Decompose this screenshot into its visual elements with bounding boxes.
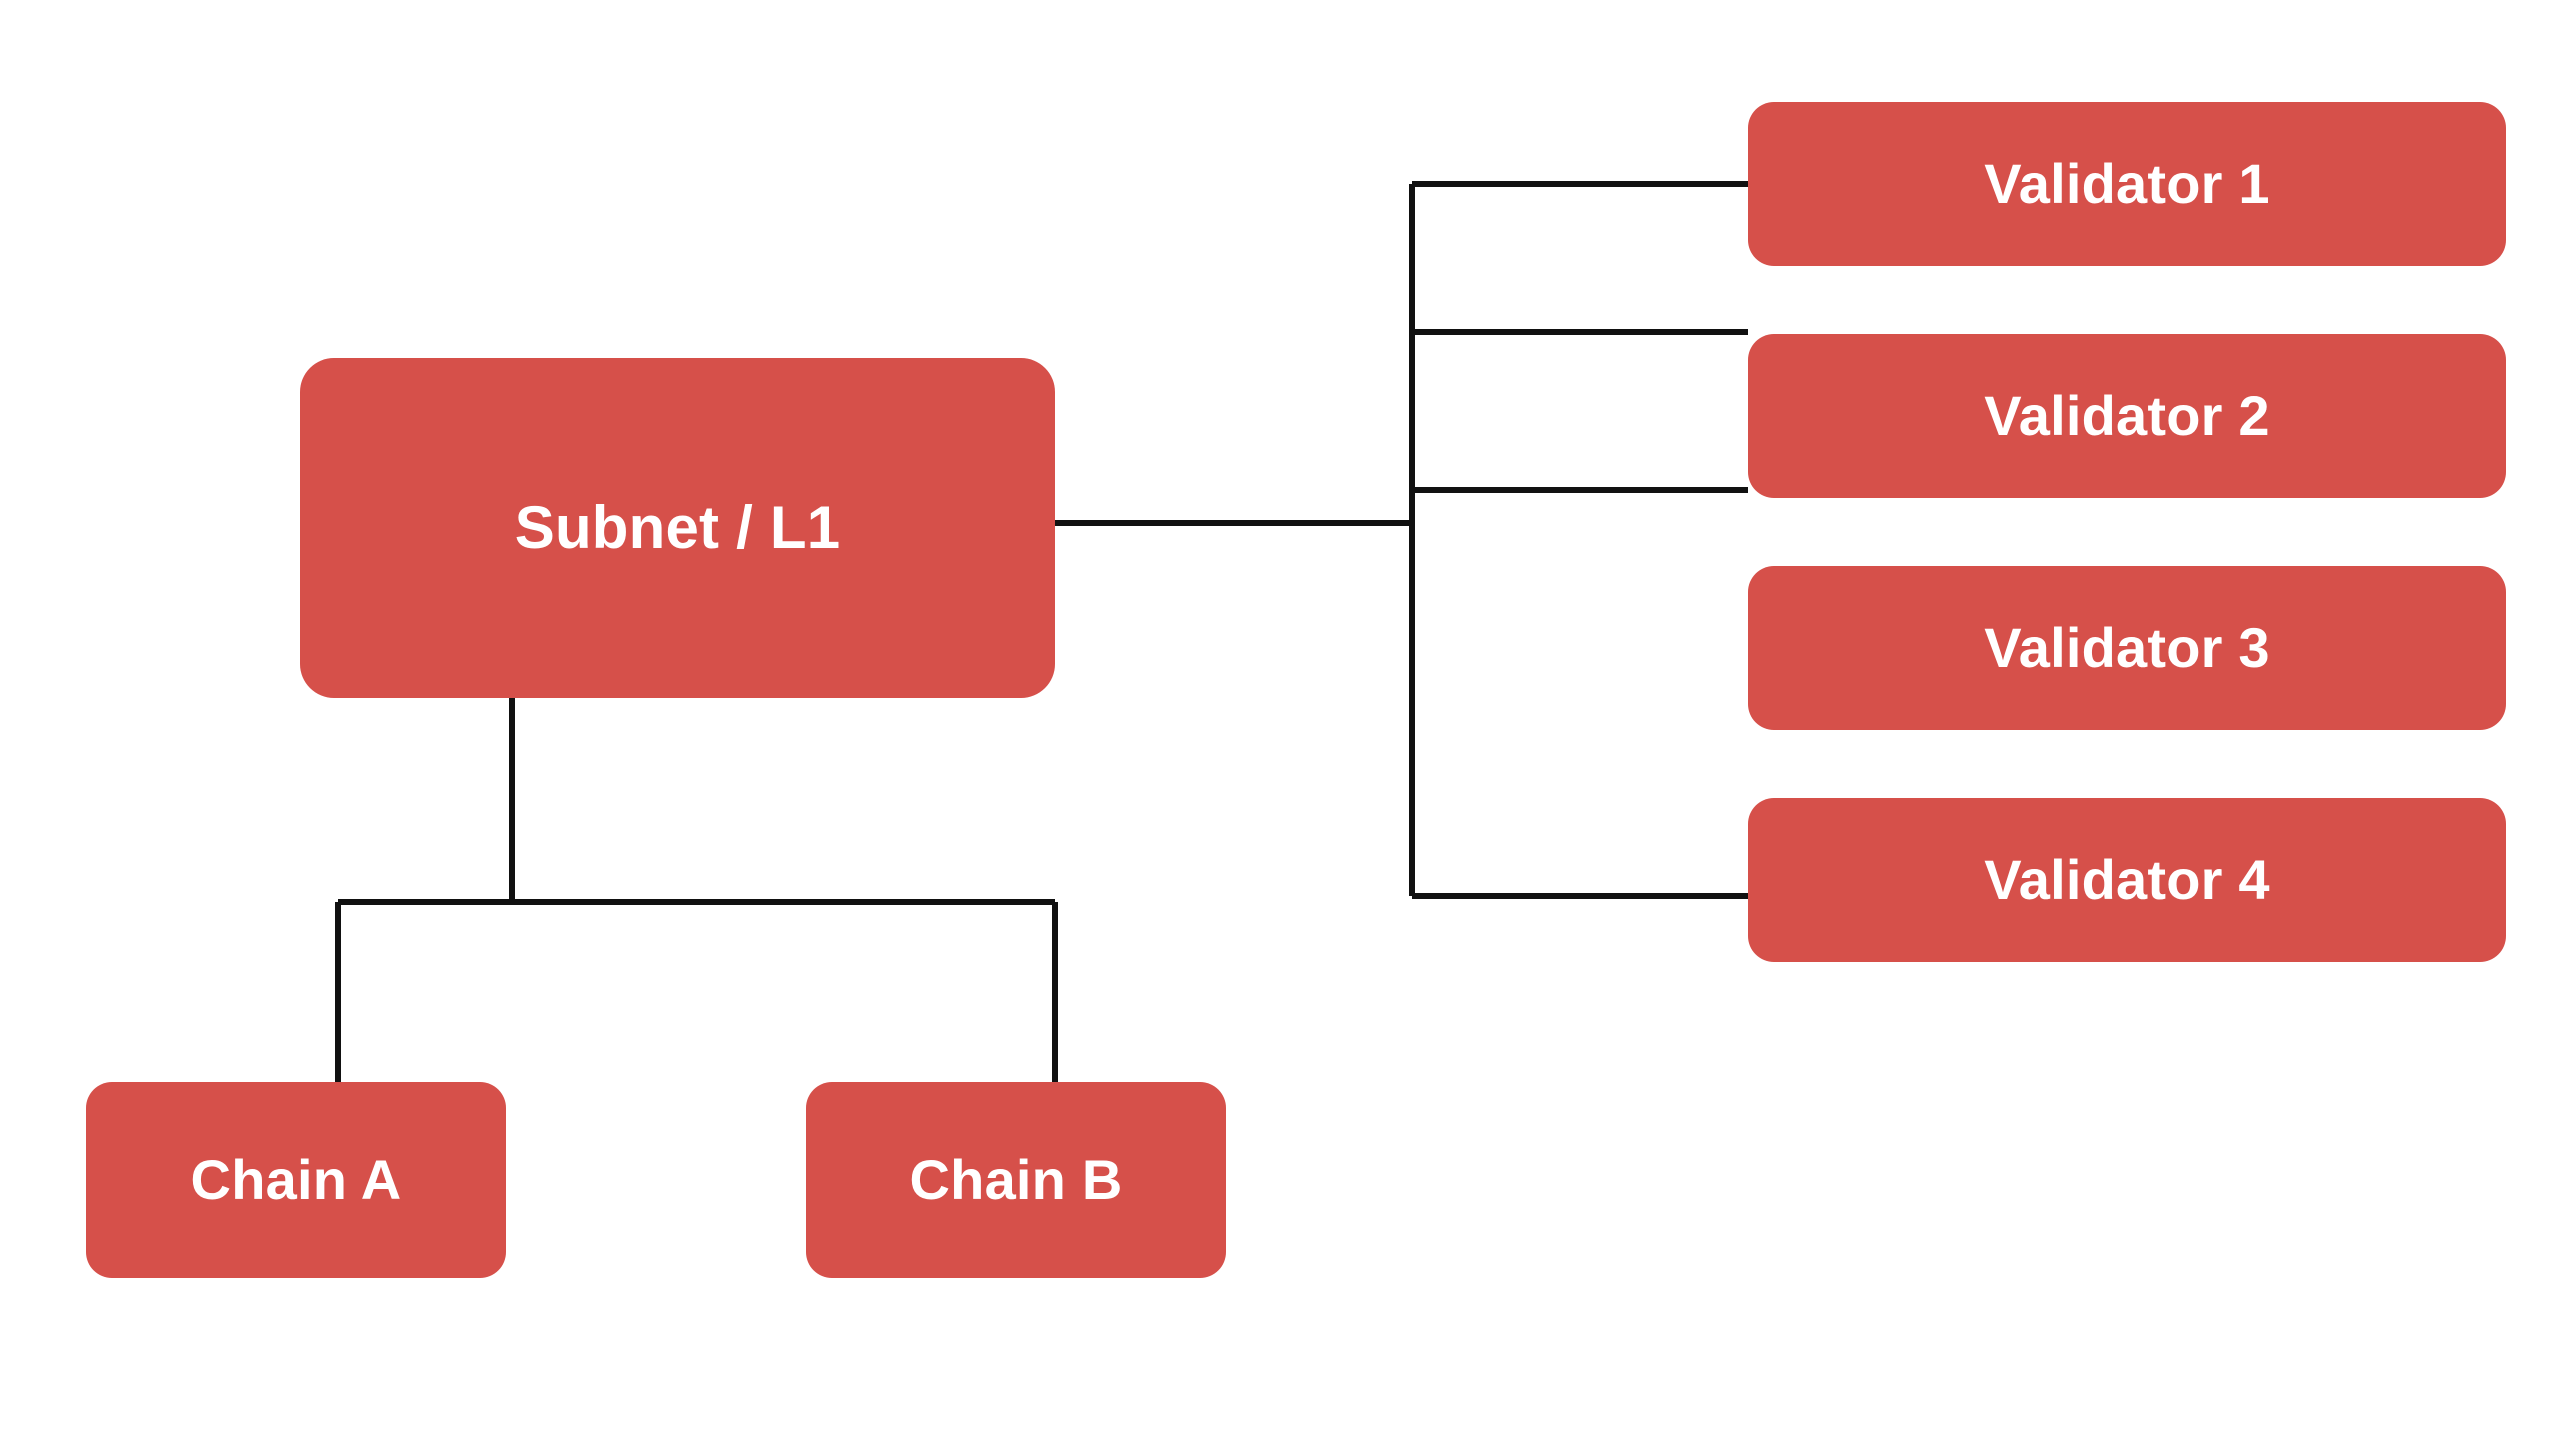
node-validator-3-label: Validator 3 (1984, 616, 2270, 679)
node-validator-2[interactable]: Validator 2 (1748, 334, 2506, 498)
node-validator-4[interactable]: Validator 4 (1748, 798, 2506, 962)
node-chain-b-label: Chain B (909, 1148, 1123, 1211)
node-validator-2-label: Validator 2 (1984, 384, 2270, 447)
node-chain-b[interactable]: Chain B (806, 1082, 1226, 1278)
node-validator-3[interactable]: Validator 3 (1748, 566, 2506, 730)
chain-connector-group (335, 698, 1058, 1082)
node-subnet-l1[interactable]: Subnet / L1 (300, 358, 1055, 698)
node-chain-a[interactable]: Chain A (86, 1082, 506, 1278)
node-subnet-l1-label: Subnet / L1 (514, 494, 841, 561)
node-validator-4-label: Validator 4 (1984, 848, 2270, 911)
node-validator-1[interactable]: Validator 1 (1748, 102, 2506, 266)
validator-connector-group (1055, 181, 1748, 899)
node-chain-a-label: Chain A (190, 1148, 402, 1211)
node-validator-1-label: Validator 1 (1984, 152, 2270, 215)
